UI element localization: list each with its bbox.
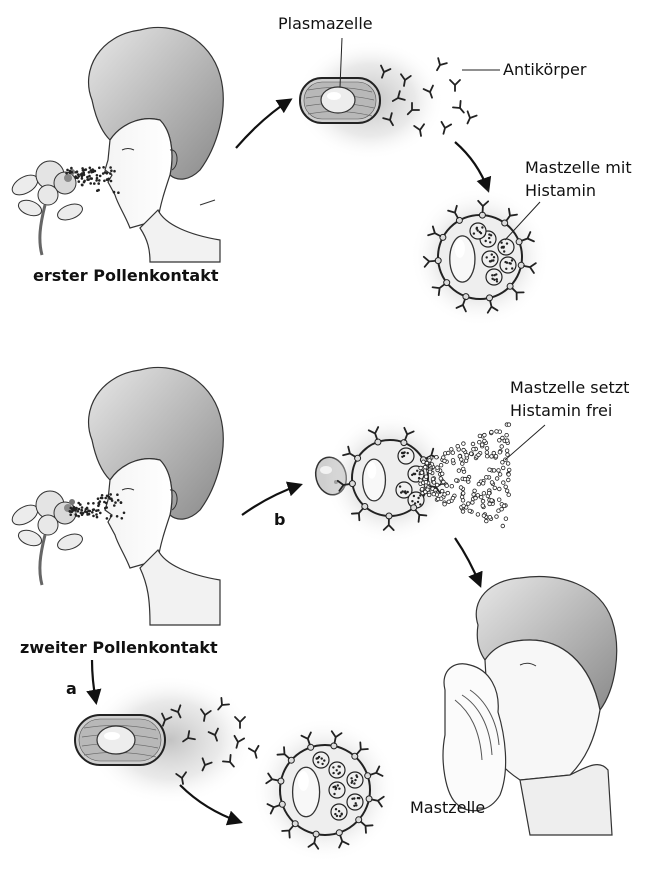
- histamine-granule: [398, 448, 414, 464]
- arrow-plasmacell-to-mastcell: [455, 142, 488, 190]
- plasma-cell-second: [75, 675, 255, 805]
- histamine-granule: [498, 239, 514, 255]
- histamine-granule: [486, 269, 502, 285]
- mast-cell-releasing-histamine: [324, 412, 456, 544]
- label-setzt-1: Mastzelle setzt: [510, 378, 629, 397]
- histamine-granule: [329, 762, 345, 778]
- sneezing-person: [443, 577, 617, 835]
- label-mastzelle-mit-1: Mastzelle mit: [525, 158, 632, 177]
- histamine-granule: [329, 782, 345, 798]
- antibody-icon: [463, 111, 477, 125]
- histamine-granule: [482, 251, 498, 267]
- mast-cell-with-histamine: [410, 187, 550, 327]
- person-first-contact: [89, 27, 224, 262]
- arrow-a: [92, 660, 96, 702]
- label-arrow-a: a: [66, 679, 77, 698]
- histamine-granule: [500, 257, 516, 273]
- mast-cell: [252, 717, 398, 863]
- antibody-icon: [450, 80, 460, 91]
- flower-second-contact: [9, 491, 85, 585]
- label-second-contact: zweiter Pollenkontakt: [20, 638, 218, 657]
- histamine-granule: [331, 804, 347, 820]
- flower-first-contact: [9, 161, 85, 255]
- antibody-icon: [453, 101, 468, 116]
- arrow-person-to-plasmacell: [236, 100, 290, 148]
- label-first-contact: erster Pollenkontakt: [33, 266, 219, 285]
- arrow-to-sneezing: [455, 538, 480, 585]
- label-setzt-2: Histamin frei: [510, 401, 612, 420]
- plasma-cell-first: [295, 38, 445, 160]
- release-pointer: [505, 425, 545, 460]
- antibody-icon: [439, 122, 452, 135]
- histamine-granule: [313, 752, 329, 768]
- label-mastzelle: Mastzelle: [410, 798, 485, 817]
- histamine-granule: [470, 223, 486, 239]
- arrow-b: [242, 485, 300, 515]
- label-antikoerper: Antikörper: [503, 60, 587, 79]
- label-plasmazelle: Plasmazelle: [278, 14, 373, 33]
- histamine-granule: [347, 794, 363, 810]
- histamine-granule: [347, 772, 363, 788]
- label-arrow-b: b: [274, 510, 285, 529]
- label-mastzelle-mit-2: Histamin: [525, 181, 596, 200]
